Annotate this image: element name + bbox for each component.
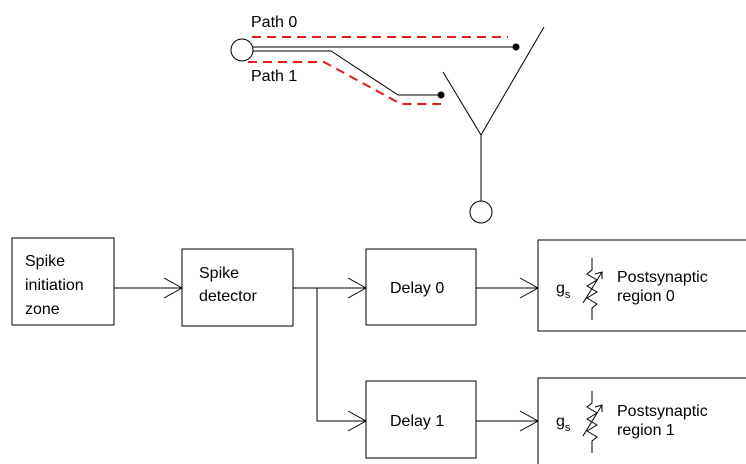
delay-0-block: [365, 248, 477, 326]
soma-circle-top: [230, 38, 254, 62]
postsynaptic-region-1-block: [537, 377, 746, 464]
postsynaptic-region-0-label: Postsynaptic region 0: [617, 269, 712, 305]
block-diagram: Spike initiation zone Spike detector Del…: [11, 237, 746, 464]
variable-resistor-icon: [582, 391, 603, 453]
spike-detector-label: Spike detector: [199, 265, 257, 305]
variable-resistor-icon: [582, 258, 603, 320]
synapse-dot-0: [512, 43, 520, 51]
postsynaptic-region-1-label: Postsynaptic region 1: [617, 403, 712, 439]
delay-1-block: [365, 380, 477, 459]
synapse-dot-1: [437, 91, 445, 99]
delay-0-label: Delay 0: [390, 280, 444, 297]
arrow-detector-to-delay-1: [316, 288, 366, 422]
path-1-label: Path 1: [251, 68, 297, 85]
delay-1-label: Delay 1: [390, 413, 444, 430]
soma-circle-bottom: [469, 200, 493, 224]
dendrite-arm-left: [442, 71, 482, 136]
path-1-trace: [248, 61, 441, 105]
path-0-label: Path 0: [251, 14, 297, 31]
conductance-symbol-1: gs: [556, 413, 571, 434]
postsynaptic-region-0-block: [537, 239, 746, 332]
conductance-symbol-0: gs: [556, 280, 571, 301]
neuron-sketch: Path 0 Path 1: [230, 14, 545, 224]
spike-initiation-block: [11, 237, 115, 326]
axon-branch-1: [253, 50, 441, 96]
dendrite-arm-right: [480, 26, 545, 136]
spike-initiation-label: Spike initiation zone: [25, 253, 88, 318]
